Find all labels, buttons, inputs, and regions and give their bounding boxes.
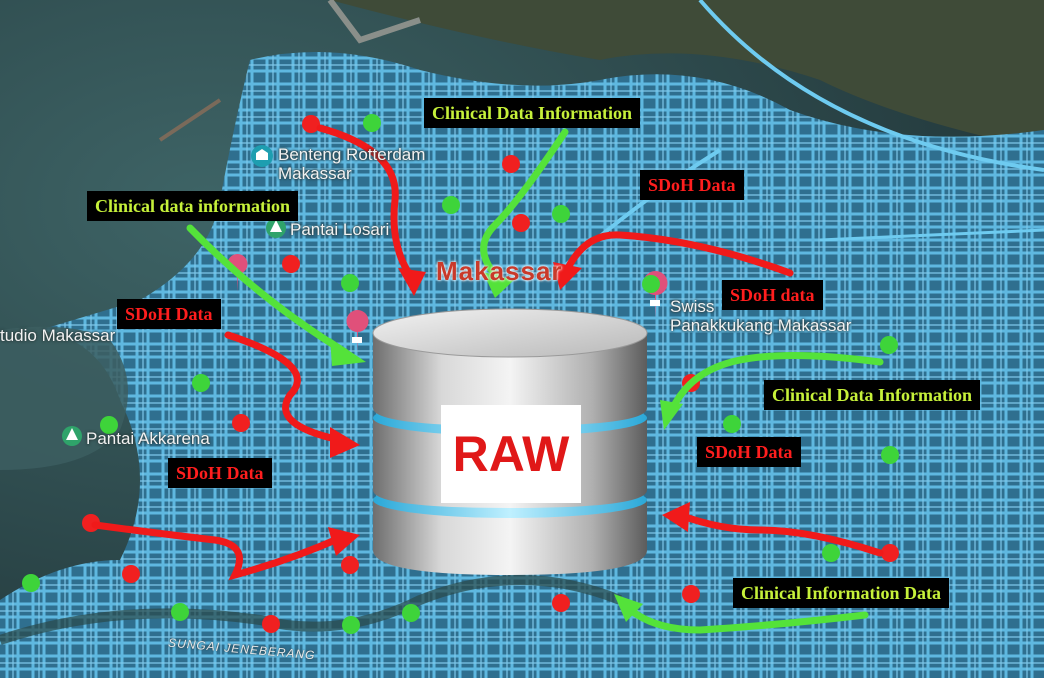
pier xyxy=(327,0,421,44)
dark-land-ne xyxy=(330,0,1044,150)
label-sdoh-data-right: SDoH data xyxy=(722,280,823,310)
label-sdoh-data-top-right: SDoH Data xyxy=(640,170,744,200)
coast-west xyxy=(0,326,128,470)
green-arrowheads xyxy=(330,272,683,622)
pier xyxy=(158,98,222,142)
label-sdoh-data-left-lower: SDoH Data xyxy=(168,458,272,488)
green-arrows xyxy=(186,128,884,634)
city-label-makassar: Makassar xyxy=(436,256,563,286)
hotel-pin-icon[interactable] xyxy=(346,310,369,352)
green-markers xyxy=(22,114,899,634)
raw-label: RAW xyxy=(452,426,570,482)
raw-label-box: RAW xyxy=(441,405,581,503)
red-arrows xyxy=(91,124,884,581)
place-label-losari: Pantai Losari xyxy=(290,220,390,239)
place-label-swiss: Swiss Panakkukang Makassar xyxy=(670,297,852,335)
river-channel xyxy=(0,575,622,645)
label-sdoh-data-right-lower: SDoH Data xyxy=(697,437,801,467)
place-label-benteng: Benteng Rotterdam Makassar xyxy=(278,145,426,183)
label-clinical-data-information-right: Clinical Data Information xyxy=(764,380,980,410)
label-sdoh-data-left: SDoH Data xyxy=(117,299,221,329)
red-arrowheads xyxy=(328,262,690,556)
label-clinical-data-information-left: Clinical data information xyxy=(87,191,299,221)
place-label-studio: tudio Makassar xyxy=(0,326,116,345)
road xyxy=(698,0,1044,172)
akkarena-marker[interactable] xyxy=(62,426,82,446)
red-markers xyxy=(82,115,899,633)
benteng-marker[interactable] xyxy=(251,145,273,167)
road xyxy=(819,228,1044,242)
place-label-akkarena: Pantai Akkarena xyxy=(86,429,210,448)
losari-marker[interactable] xyxy=(266,218,286,238)
label-clinical-data-information-top: Clinical Data Information xyxy=(424,98,640,128)
label-clinical-information-data: Clinical Information Data xyxy=(733,578,949,608)
